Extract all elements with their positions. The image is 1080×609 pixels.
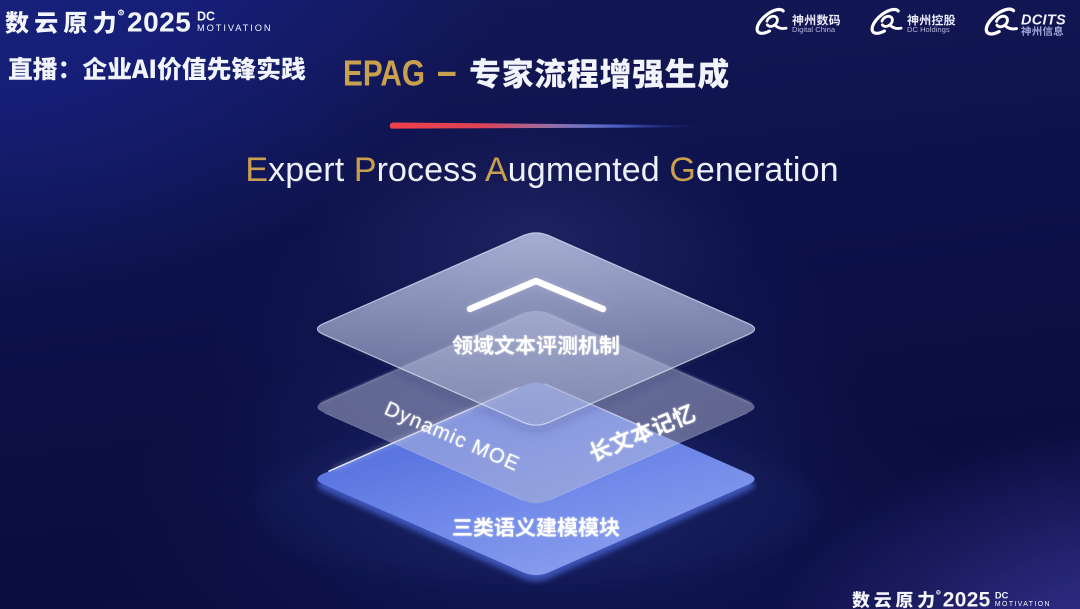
svg-text:DCITS: DCITS [1021, 13, 1066, 29]
svg-text:EPAG: EPAG [343, 53, 425, 94]
svg-text:DC Holdings: DC Holdings [907, 25, 950, 34]
svg-text:Digital China: Digital China [792, 25, 836, 34]
svg-text:Expert Process Augmented Gener: Expert Process Augmented Generation [245, 151, 838, 189]
